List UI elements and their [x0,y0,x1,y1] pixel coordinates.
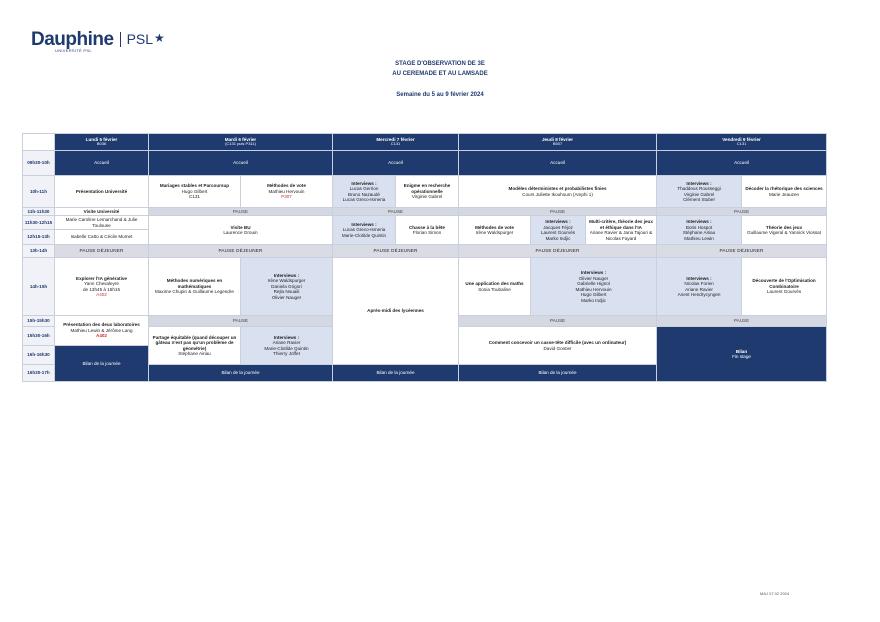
star-icon: ★ [154,31,165,45]
row-1530: 15h30-16h Partage équitable (quand décou… [22,326,828,382]
time-label: 14h-15h [22,257,55,316]
time-label: 09h30-10h [22,150,55,176]
session-multi-critere: Multi-critère, théorie des jeux et éthiq… [584,215,658,245]
lunch-wednesday: PAUSE DÉJEUNER [332,244,459,258]
day-tuesday: Mardi 6 février(C131 puis P311) [148,133,333,151]
pause-tuesday-pm: PAUSE [148,315,333,327]
logo-dauphine: Dauphine [31,29,114,50]
footer-update-date: MAJ 07 02 2024 [760,591,790,596]
bilan-wednesday: Bilan de la journée [332,364,459,382]
accueil-monday: Accueil [54,150,149,176]
row-0930: 09h30-10h Accueil Accueil Accueil Accuei… [22,150,828,176]
accueil-wednesday: Accueil [332,150,459,176]
row-10h: 10h-11h Présentation Université Mariages… [22,175,828,208]
session-partage-equitable: Partage équitable (quand découper un gât… [148,326,241,365]
time-label: 11h30-12h15 [22,215,55,230]
pause-thursday-am: PAUSE [457,207,658,216]
pause-wednesday-am: PAUSE [332,207,459,216]
time-label: 11h-11h30 [22,207,55,216]
session-isabelle-catto: Isabelle Catto & Cécile Mumet [54,229,149,245]
lunch-tuesday: PAUSE DÉJEUNER [148,244,333,258]
accueil-friday: Accueil [656,150,828,176]
pause-thursday-pm: PAUSE [457,315,658,327]
time-label: 16h30-17h [22,364,55,382]
session-presentation-universite: Présentation Université [54,175,149,208]
doc-dates: Semaine du 5 au 9 février 2024 [396,92,484,98]
pause-friday-am: PAUSE [656,207,828,216]
pause-tuesday-am: PAUSE [148,207,333,216]
bilan-thursday: Bilan de la journée [457,364,658,382]
row-1630: 16h30-17h Bilan de la journée Bilan de l… [22,364,827,382]
time-label: 13h-14h [22,244,55,258]
lunch-monday: PAUSE DÉJEUNER [54,244,149,258]
lunch-thursday: PAUSE DÉJEUNER [457,244,658,258]
time-label: 12h15-13h [22,229,55,245]
time-label: 16h-16h30 [22,345,55,365]
bilan-monday: Bilan de la journée [54,345,149,382]
row-16h: 16h-16h30 Bilan de la journée [22,345,827,382]
row-13h: 13h-14h PAUSE DÉJEUNER PAUSE DÉJEUNER PA… [22,244,828,258]
time-label: 15h30-16h [22,326,55,346]
session-visite-universite-title: Visite Université [54,207,149,216]
row-1215: 12h15-13h Isabelle Catto & Cécile Mumet [22,229,827,245]
pause-friday-pm: PAUSE [656,315,828,327]
session-visite-universite-people: Marie Caroline Lemarchand & Julie Toulou… [54,215,149,230]
time-label: 15h-15h30 [22,315,55,327]
corner-cell [22,133,55,151]
row-1130: 11h30-12h15 Marie Caroline Lemarchand & … [22,215,828,245]
doc-title-line2: AU CEREMADE ET AU LAMSADE [392,71,488,77]
row-11h: 11h-11h30 Visite Université PAUSE PAUSE … [22,207,828,216]
bilan-tuesday: Bilan de la journée [148,364,333,382]
session-modeles-deterministes: Modèles déterministes et probabilistes f… [457,175,658,208]
session-casse-tete: Comment concevoir un casse-tête difficil… [457,326,658,365]
logo-subtitle: UNIVERSITÉ PSL [55,48,92,53]
accueil-thursday: Accueil [457,150,658,176]
session-apres-midi-lyceennes: Après-midi des lycéennes [332,257,459,365]
logo-psl: PSL [126,31,154,47]
dauphine-psl-logo: Dauphine UNIVERSITÉ PSL PSL ★ [31,29,165,53]
doc-title-line1: STAGE D'OBSERVATION DE 3E [395,61,485,67]
session-optimisation-combinatoire: Découverte de l'Optimisation Combinatoir… [741,257,828,316]
time-label: 10h-11h [22,175,55,208]
logo-divider [119,32,121,47]
lunch-friday: PAUSE DÉJEUNER [656,244,828,258]
accueil-tuesday: Accueil [148,150,333,176]
